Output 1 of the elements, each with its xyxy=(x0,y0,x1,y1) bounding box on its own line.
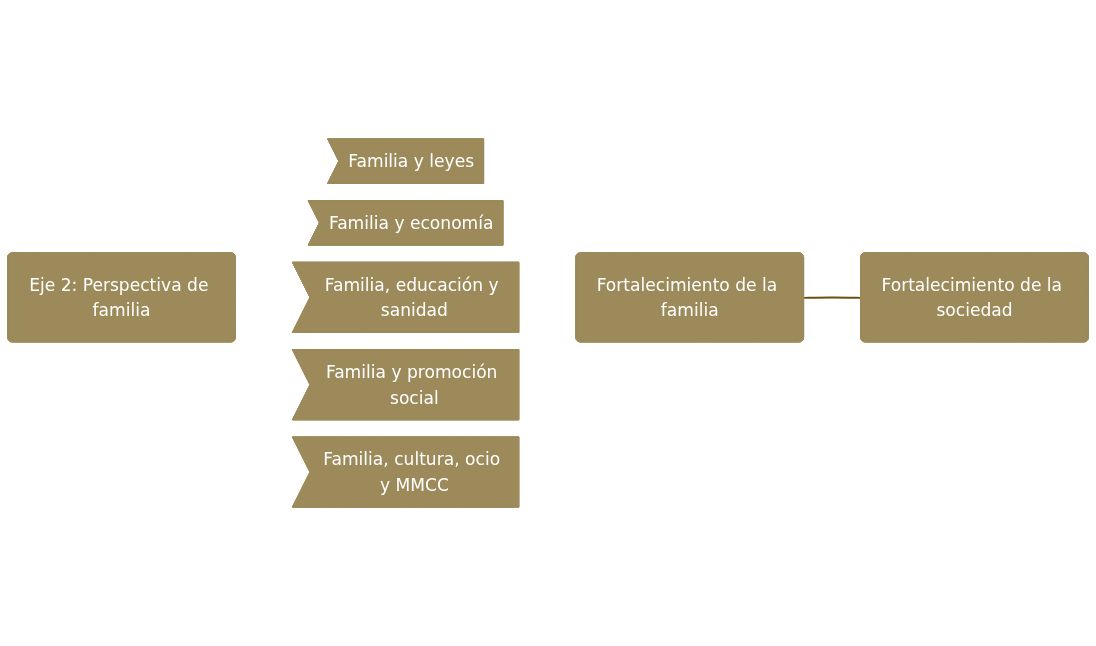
connector xyxy=(803,296,862,299)
